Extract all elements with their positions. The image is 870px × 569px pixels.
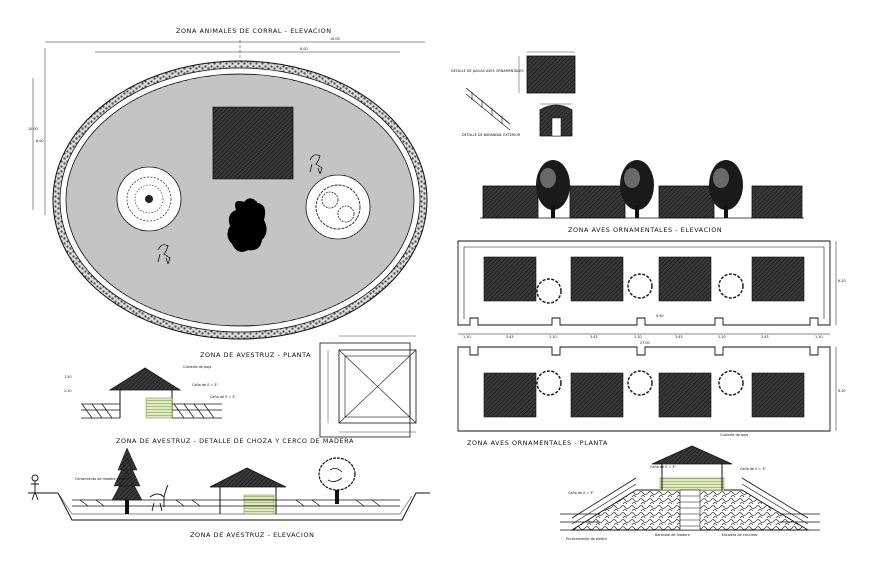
svg-text:Cubierta de paja: Cubierta de paja xyxy=(183,365,211,369)
svg-text:2.10: 2.10 xyxy=(64,389,72,393)
svg-text:Caña de 0 = 3": Caña de 0 = 3" xyxy=(210,395,236,399)
ostrich-elevation: Cerramiento de madera rustica ZONA DE AV… xyxy=(28,447,430,539)
round-tree xyxy=(318,457,356,504)
svg-text:8.00: 8.00 xyxy=(300,47,308,51)
birds-dim-9: 1.10 xyxy=(815,335,823,339)
birds-total: 27.00 xyxy=(640,341,650,345)
birds-elevation-title: ZONA AVES ORNAMENTALES - ELEVACION xyxy=(568,226,722,234)
ostrich-figure xyxy=(149,484,169,512)
birds-notch: 0.90 xyxy=(656,314,664,318)
person-figure xyxy=(31,474,39,501)
birds-plan-title: ZONA AVES ORNAMENTALES - PLANTA xyxy=(467,439,608,447)
goat-figure-left xyxy=(157,244,171,265)
note-post-a: Caña de 0 = 3" xyxy=(650,465,676,469)
birds-dim-2: 3.43 xyxy=(506,335,514,339)
cage-plan xyxy=(526,55,576,94)
corral-elevation-title: ZONA ANIMALES DE CORRAL - ELEVACION xyxy=(176,27,332,35)
note-wood: Barandal de madera xyxy=(655,533,690,537)
birds-elevation: ZONA AVES ORNAMENTALES - ELEVACION xyxy=(480,160,804,234)
ostrich-elevation-title: ZONA DE AVESTRUZ - ELEVACION xyxy=(190,531,314,539)
birds-height-bottom: 6.20 xyxy=(838,389,846,393)
ostrich-detail-title: ZONA DE AVESTRUZ - DETALLE DE CHOZA Y CE… xyxy=(116,437,354,445)
svg-text:Cerramiento de madera rustica: Cerramiento de madera rustica xyxy=(75,477,128,481)
hut-roof-plan xyxy=(212,106,294,180)
ostrich-hut-detail: Cubierta de paja Caña de 0 = 3" Caña de … xyxy=(64,365,354,445)
tree-elevation-3 xyxy=(709,160,743,218)
birds-dim-1: 1.10 xyxy=(463,335,471,339)
corral-plan: ZONA ANIMALES DE CORRAL - ELEVACION 10.0… xyxy=(28,27,428,340)
note-fill: Enrocamiento de piedra xyxy=(566,537,607,541)
ostrich-plan-title: ZONA DE AVESTRUZ - PLANTA xyxy=(200,351,311,359)
birds-dim-3: 1.10 xyxy=(549,335,557,339)
birds-plan-lower: 6.20 ZONA AVES ORNAMENTALES - PLANTA xyxy=(457,346,846,447)
birds-height-top: 6.20 xyxy=(838,279,846,283)
note-post-c: Caña de 0 = 3" xyxy=(568,491,594,495)
mound-hut-section: Cubierta de paja Caña de 0 = 3" Caña de … xyxy=(560,433,820,541)
svg-text:8.00: 8.00 xyxy=(36,139,44,143)
tree-elevation-2 xyxy=(620,160,654,218)
cage-detail: DETALLE DE JAULAS AVES ORNAMENTALES DETA… xyxy=(451,51,576,137)
rail-detail-label: DETALLE DE BARANDAL EXTERIOR xyxy=(462,133,521,137)
birds-dim-6: 3.43 xyxy=(675,335,683,339)
pine-tree xyxy=(111,447,143,514)
goat-figure-right xyxy=(309,154,323,175)
note-stairs: Escalera de concreto xyxy=(722,533,758,537)
hut-plan-square xyxy=(319,335,417,438)
tree-elevation-1 xyxy=(536,160,570,218)
birds-plan-upper: 6.20 0.90 1.10 3.43 1.10 3.43 1.10 3.43 … xyxy=(457,240,846,345)
note-roof: Cubierta de paja xyxy=(720,433,748,437)
birds-dim-5: 1.10 xyxy=(634,335,642,339)
birds-dim-7: 1.10 xyxy=(718,335,726,339)
note-post-b: Caña de 0 = 3" xyxy=(740,467,766,471)
svg-text:Caña de 0 = 3": Caña de 0 = 3" xyxy=(192,383,218,387)
svg-text:10.00: 10.00 xyxy=(28,127,38,131)
cage-detail-label: DETALLE DE JAULAS AVES ORNAMENTALES xyxy=(451,69,524,73)
birds-dim-4: 3.43 xyxy=(590,335,598,339)
svg-text:10.00: 10.00 xyxy=(330,37,340,41)
birds-dim-8: 3.43 xyxy=(761,335,769,339)
svg-text:1.50: 1.50 xyxy=(64,375,72,379)
pond xyxy=(227,198,267,252)
